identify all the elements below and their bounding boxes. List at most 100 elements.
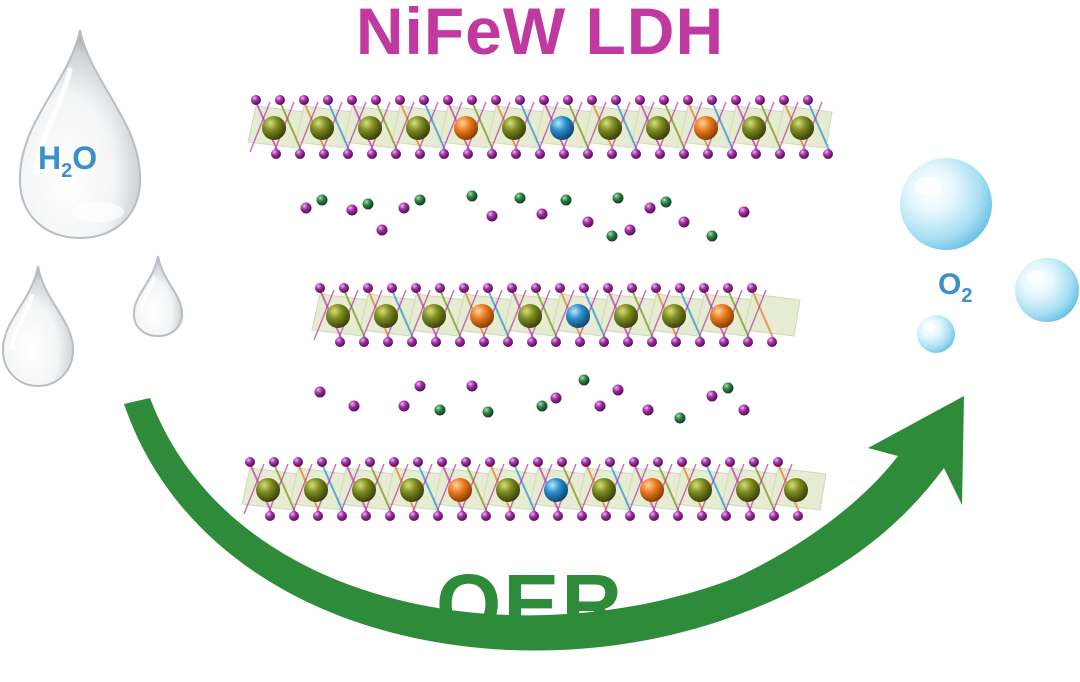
ni-atom	[310, 116, 334, 140]
oxygen-atom	[457, 511, 467, 521]
interlayer-oxygen-atom	[398, 202, 410, 214]
oxygen-atom	[671, 337, 681, 347]
ni-atom	[518, 304, 542, 328]
interlayer-green-atom	[660, 196, 672, 208]
oxygen-atom	[347, 95, 357, 105]
oxygen-atom	[559, 149, 569, 159]
oxygen-atom	[605, 457, 615, 467]
oer-arrow	[124, 396, 964, 651]
ni-atom	[304, 478, 328, 502]
oxygen-atom	[413, 457, 423, 467]
interlayer-oxygen-atom	[414, 380, 426, 392]
oxygen-atom	[509, 457, 519, 467]
ni-atom	[742, 116, 766, 140]
interlayer-oxygen-atom	[466, 380, 478, 392]
interlayer-green-atom	[482, 406, 494, 418]
oxygen-atom	[299, 95, 309, 105]
interlayer-green-atom	[560, 194, 572, 206]
oxygen-atom	[463, 149, 473, 159]
oer-label: OER	[436, 557, 625, 651]
oxygen-atom	[747, 283, 757, 293]
oxygen-atom	[293, 457, 303, 467]
fe-atom	[448, 478, 472, 502]
oxygen-atom	[505, 511, 515, 521]
oxygen-atom	[677, 457, 687, 467]
oxygen-atom	[599, 337, 609, 347]
ni-atom	[502, 116, 526, 140]
interlayer-green-atom	[316, 194, 328, 206]
oxygen-atom	[317, 457, 327, 467]
oxygen-atom	[583, 149, 593, 159]
oxygen-atom	[531, 283, 541, 293]
oxygen-atom	[269, 457, 279, 467]
oxygen-atom	[799, 149, 809, 159]
oxygen-atom	[651, 283, 661, 293]
oxygen-atom	[479, 337, 489, 347]
oxygen-atom	[289, 511, 299, 521]
oxygen-atom	[699, 283, 709, 293]
interlayer-green-atom	[674, 412, 686, 424]
interlayer-oxygen-atom	[624, 224, 636, 236]
oxygen-atom	[793, 511, 803, 521]
oxygen-atom	[767, 337, 777, 347]
oxygen-atom	[251, 95, 261, 105]
oxygen-atom	[485, 457, 495, 467]
ni-atom	[262, 116, 286, 140]
oxygen-atom	[823, 149, 833, 159]
ni-atom	[790, 116, 814, 140]
interlayer-oxygen-atom	[706, 390, 718, 402]
oxygen-atom	[803, 95, 813, 105]
oxygen-atom	[535, 149, 545, 159]
interlayer-green-atom	[362, 198, 374, 210]
oxygen-bubble-medium-icon	[1015, 258, 1079, 322]
oxygen-atom	[627, 283, 637, 293]
oxygen-atom	[407, 337, 417, 347]
ni-atom	[400, 478, 424, 502]
oxygen-atom	[749, 457, 759, 467]
fe-atom	[470, 304, 494, 328]
oxygen-atom	[371, 95, 381, 105]
ni-atom	[374, 304, 398, 328]
oxygen-bubble-small-icon	[917, 315, 955, 353]
oxygen-atom	[391, 149, 401, 159]
interlayer-green-atom	[606, 230, 618, 242]
oxygen-atom	[491, 95, 501, 105]
oxygen-atom	[635, 95, 645, 105]
water-drop-small-left-icon	[1, 265, 75, 388]
ni-atom	[422, 304, 446, 328]
oxygen-atom	[527, 337, 537, 347]
oxygen-atom	[411, 283, 421, 293]
oxygen-atom	[315, 283, 325, 293]
oxygen-atom	[245, 457, 255, 467]
diagram-title: NiFeW LDH	[355, 0, 725, 68]
ni-atom	[496, 478, 520, 502]
oxygen-atom	[367, 149, 377, 159]
interlayer-green-atom	[722, 382, 734, 394]
oxygen-atom	[437, 457, 447, 467]
oxygen-atom	[779, 95, 789, 105]
oxygen-atom	[555, 283, 565, 293]
interlayer-oxygen-atom	[678, 216, 690, 228]
oxygen-atom	[455, 337, 465, 347]
oxygen-atom	[631, 149, 641, 159]
oxygen-atom	[515, 95, 525, 105]
oxygen-atom	[433, 511, 443, 521]
fe-atom	[640, 478, 664, 502]
oxygen-atom	[581, 457, 591, 467]
interlayer-green-atom	[578, 374, 590, 386]
ni-atom	[688, 478, 712, 502]
oxygen-atom	[337, 511, 347, 521]
oxygen-atom	[533, 457, 543, 467]
interlayer-oxygen-atom	[536, 208, 548, 220]
oxygen-atom	[655, 149, 665, 159]
oxygen-atom	[701, 457, 711, 467]
w-atom	[544, 478, 568, 502]
oxygen-atom	[755, 95, 765, 105]
oxygen-atom	[271, 149, 281, 159]
oxygen-atom	[579, 283, 589, 293]
oxygen-atom	[335, 337, 345, 347]
ni-atom	[352, 478, 376, 502]
interlayer-anions-bottom	[314, 374, 750, 424]
ni-atom	[592, 478, 616, 502]
oxygen-atom	[587, 95, 597, 105]
